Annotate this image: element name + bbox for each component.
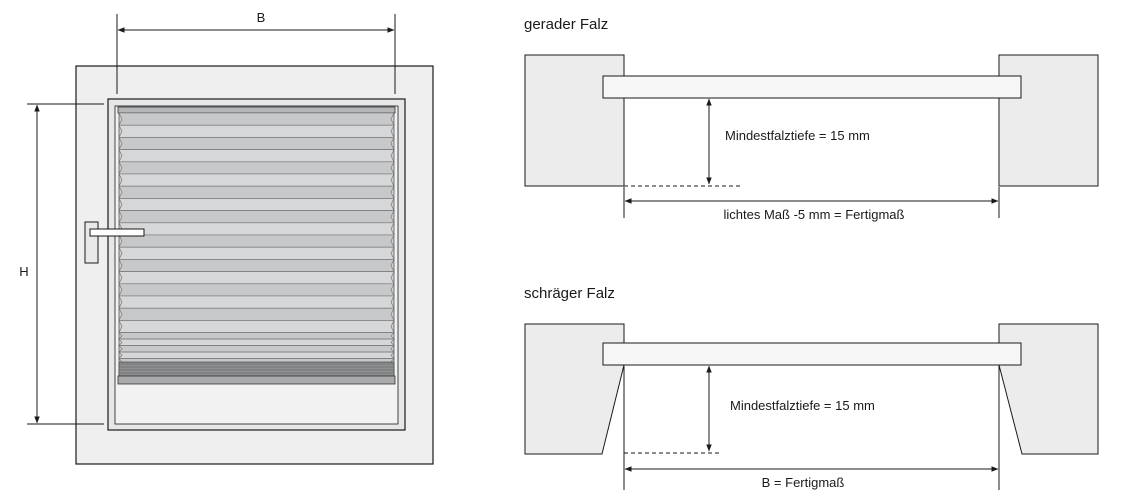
blind-head-rail	[117, 106, 396, 114]
pleated-blind	[117, 106, 396, 385]
angled-width-label: B = Fertigmaß	[762, 475, 845, 490]
blind-pleat	[118, 351, 395, 359]
blind-pleat	[118, 283, 395, 297]
blind-pleat	[118, 198, 395, 211]
straight-depth-label: Mindestfalztiefe = 15 mm	[725, 128, 870, 143]
blind-pleat	[118, 338, 395, 346]
straight-rebate-title: gerader Falz	[524, 16, 608, 33]
blind-pleat	[118, 149, 395, 163]
blind-pleat	[118, 137, 395, 150]
window-width-dimension: B	[116, 10, 396, 94]
window-drawing	[75, 65, 434, 465]
blind-pleat	[118, 320, 395, 333]
blind-pleat	[118, 246, 395, 260]
straight-blind-rail	[602, 75, 1022, 99]
blind-pleat	[118, 185, 395, 199]
blind-pleat	[118, 210, 395, 224]
blind-bottom-rail	[117, 375, 396, 385]
blind-pleat	[118, 295, 395, 309]
straight-width-label: lichtes Maß -5 mm = Fertigmaß	[724, 207, 905, 222]
blind-pleat	[118, 307, 395, 321]
window-height-label: H	[19, 264, 28, 279]
angled-rebate-title: schräger Falz	[524, 285, 615, 302]
angled-blind-rail	[602, 342, 1022, 366]
blind-pleat	[118, 161, 395, 175]
blind-pleat	[118, 222, 395, 236]
window-height-dimension: H	[19, 103, 104, 425]
angled-left-wall	[524, 323, 625, 455]
blind-pleat	[118, 259, 395, 272]
straight-right-wall	[998, 54, 1099, 187]
blind-pleat	[118, 332, 395, 340]
angled-depth-label: Mindestfalztiefe = 15 mm	[730, 398, 875, 413]
blind-pleat	[118, 271, 395, 285]
blind-pleat	[118, 112, 395, 126]
blind-pleat	[118, 173, 395, 187]
blind-pleat	[118, 345, 395, 353]
straight-rebate-section: gerader Falz Mindestfalztiefe = 15 mm li…	[524, 16, 1099, 222]
straight-left-wall	[524, 54, 625, 187]
window-width-label: B	[257, 10, 266, 25]
angled-rebate-section: schräger Falz Mindestfalztiefe = 15 mm B…	[524, 285, 1099, 490]
window-handle	[84, 221, 145, 264]
blind-pleat	[118, 124, 395, 138]
blind-pleat	[118, 234, 395, 248]
